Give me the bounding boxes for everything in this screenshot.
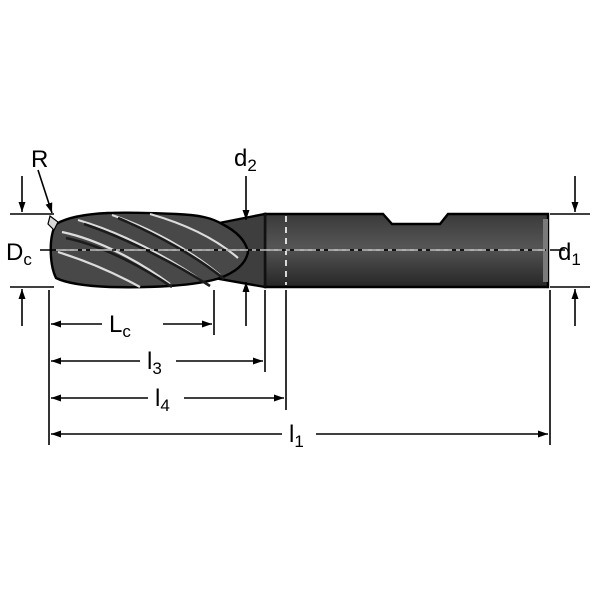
label-l4: l4 (155, 385, 170, 415)
dimension-labels: R Dc d2 d1 Lc l3 l4 l1 (6, 145, 581, 451)
r-leader-arrow (37, 169, 53, 214)
label-dc: Dc (6, 239, 32, 269)
label-d2: d2 (234, 145, 257, 175)
label-l1: l1 (289, 421, 304, 451)
extension-lines (10, 213, 590, 445)
length-dimensions (51, 320, 548, 438)
label-l3: l3 (147, 348, 162, 378)
label-d1: d1 (558, 239, 581, 269)
corner-radius-tip (47, 214, 59, 232)
flute-shadows (65, 216, 225, 289)
label-lc: Lc (109, 311, 131, 341)
label-r: R (31, 146, 48, 173)
diameter-arrows (18, 169, 579, 326)
